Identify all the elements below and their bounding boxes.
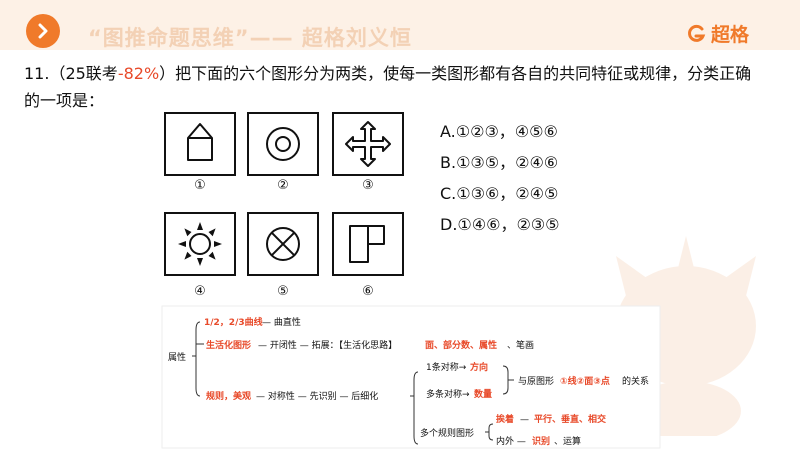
sym-multi-label: 多条对称→ [426, 388, 470, 400]
question-line2: 的一项是： [24, 91, 105, 110]
figure-3 [332, 112, 404, 176]
brand-name: 超格 [711, 24, 750, 46]
next-button[interactable] [26, 14, 60, 48]
figure-4 [164, 212, 236, 276]
figure-6 [332, 212, 404, 276]
adjacent-relations: 平行、垂直、相交 [534, 413, 606, 425]
branch-life-mid: — 开闭性 — 拓展：【生活化思路】 [258, 339, 397, 351]
option-a[interactable]: A.①②③，④⑤⑥ [440, 122, 558, 141]
branch-life-red: 面、部分数、属性 [425, 339, 497, 351]
relation-prefix: 与原图形 [518, 375, 554, 387]
brand-logo: 超格 [686, 20, 749, 47]
branch-curve-tail: — 曲直性 [262, 316, 301, 328]
figure-5 [247, 212, 319, 276]
figure-4-label: ④ [194, 284, 206, 299]
sun-icon [178, 222, 222, 266]
branch-life-label: 生活化图形 [206, 339, 251, 351]
figure-5-label: ⑤ [277, 284, 289, 299]
figure-2 [247, 112, 319, 176]
branch-rule-mid: — 对称性 — 先识别 — 后细化 [256, 390, 378, 402]
question-suffix: ）把下面的六个图形分为两类，使每一类图形都有各自的共同特征或规律，分类正确 [159, 64, 752, 83]
multi-shape-label: 多个规则图形 [420, 427, 474, 439]
adjacent-dash: — [520, 415, 529, 425]
four-arrow-cross-icon [345, 121, 391, 167]
figure-3-label: ③ [362, 178, 374, 193]
relation-suffix: 的关系 [622, 375, 649, 387]
inout-tail: 、运算 [554, 435, 581, 447]
answer-options: A.①②③，④⑤⑥ B.①③⑤，②④⑥ C.①③⑥，②④⑤ D.①④⑥，②③⑤ [440, 116, 559, 240]
figure-1 [164, 112, 236, 176]
sym-multi-red: 数量 [474, 388, 492, 400]
branch-life-tail: 、笔画 [507, 339, 534, 351]
branch-curve-label: 1/2，2/3曲线 [204, 316, 263, 328]
concentric-circles-icon [266, 127, 300, 161]
mindmap-root: 属性 [168, 351, 186, 363]
question-prefix: 11.（25联考 [24, 64, 118, 83]
accuracy-percent: -82% [117, 64, 160, 83]
inout-label: 内外 — [496, 435, 526, 447]
adjacent-label: 挨着 [496, 413, 514, 425]
inout-red: 识别 [532, 435, 550, 447]
branch-rule-label: 规则，美观 [206, 390, 251, 402]
chevron-right-icon [38, 23, 48, 39]
banner-title: “图推命题思维”—— 超格刘义恒 [88, 26, 412, 50]
l-shape-icon [349, 225, 385, 263]
figure-1-label: ① [194, 178, 206, 193]
sym-one-red: 方向 [470, 361, 488, 373]
brand-g-icon [688, 24, 706, 42]
house-pentagon-icon [187, 123, 213, 161]
figure-2-label: ② [277, 178, 289, 193]
question-text: 11.（25联考-82%）把下面的六个图形分为两类，使每一类图形都有各自的共同特… [24, 60, 784, 114]
option-c[interactable]: C.①③⑥，②④⑤ [440, 184, 559, 203]
figure-6-label: ⑥ [362, 284, 374, 299]
circle-x-icon [266, 227, 300, 261]
relation-red: ①线②面③点 [560, 375, 610, 387]
header-bar [0, 0, 800, 50]
option-d[interactable]: D.①④⑥，②③⑤ [440, 215, 560, 234]
option-b[interactable]: B.①③⑤，②④⑥ [440, 153, 559, 172]
sym-one-label: 1条对称→ [426, 361, 467, 373]
